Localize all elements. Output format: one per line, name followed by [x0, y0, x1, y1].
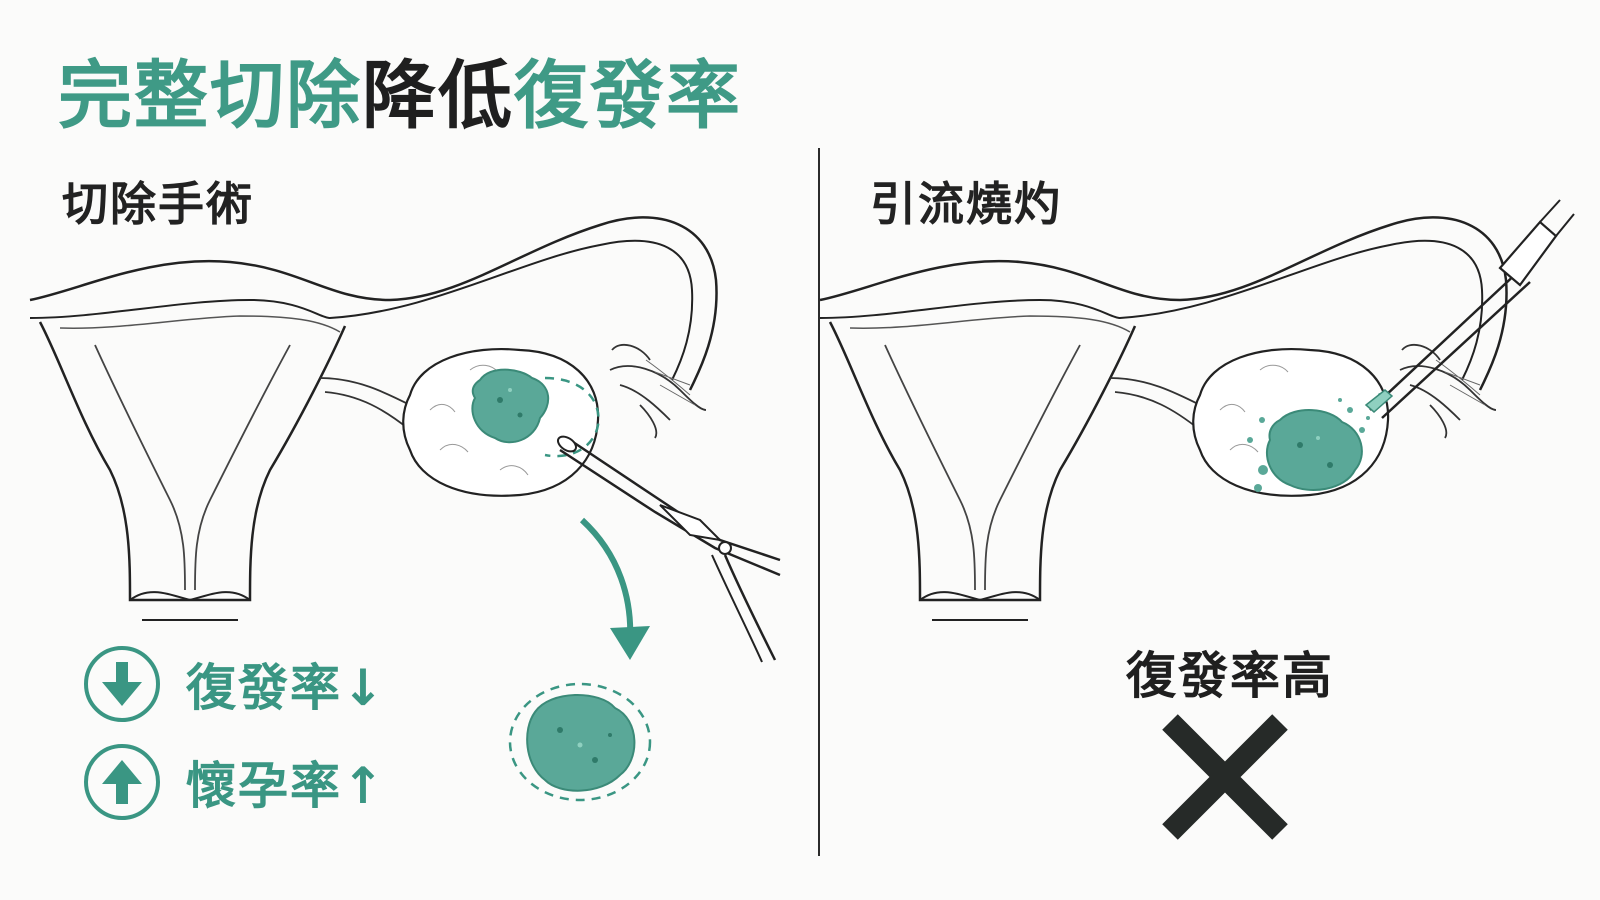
- stat-recurrence-label: 復發率↓: [186, 659, 386, 717]
- title-segment-3: 復發率: [514, 53, 742, 139]
- grasper-instrument-icon: [556, 435, 781, 663]
- left-panel-heading: 切除手術: [62, 177, 254, 231]
- cautery-probe-icon: [1364, 199, 1575, 419]
- x-mark-icon: [1162, 714, 1288, 840]
- removed-cyst: [508, 682, 652, 802]
- right-uterus-diagram: [818, 216, 1508, 622]
- stat-recurrence-down: 復發率↓: [84, 646, 386, 722]
- endometrioma-cyst: [471, 368, 550, 444]
- left-uterus-diagram: [28, 216, 781, 802]
- stat-pregnancy-up: 懷孕率↑: [84, 744, 386, 820]
- title-segment-2: 降低: [362, 53, 514, 139]
- right-panel-heading: 引流燒灼: [870, 177, 1062, 231]
- arrow-up-circle-icon: [84, 744, 160, 820]
- high-recurrence-label: 復發率高: [1126, 647, 1334, 705]
- removal-arrow-icon: [579, 517, 634, 641]
- panel-divider: [818, 148, 820, 856]
- page-title: 完整切除降低復發率: [58, 36, 742, 143]
- arrow-down-circle-icon: [84, 646, 160, 722]
- title-segment-1: 完整切除: [58, 53, 362, 139]
- stat-pregnancy-label: 懷孕率↑: [186, 757, 386, 815]
- drainage-cyst: [1247, 393, 1382, 492]
